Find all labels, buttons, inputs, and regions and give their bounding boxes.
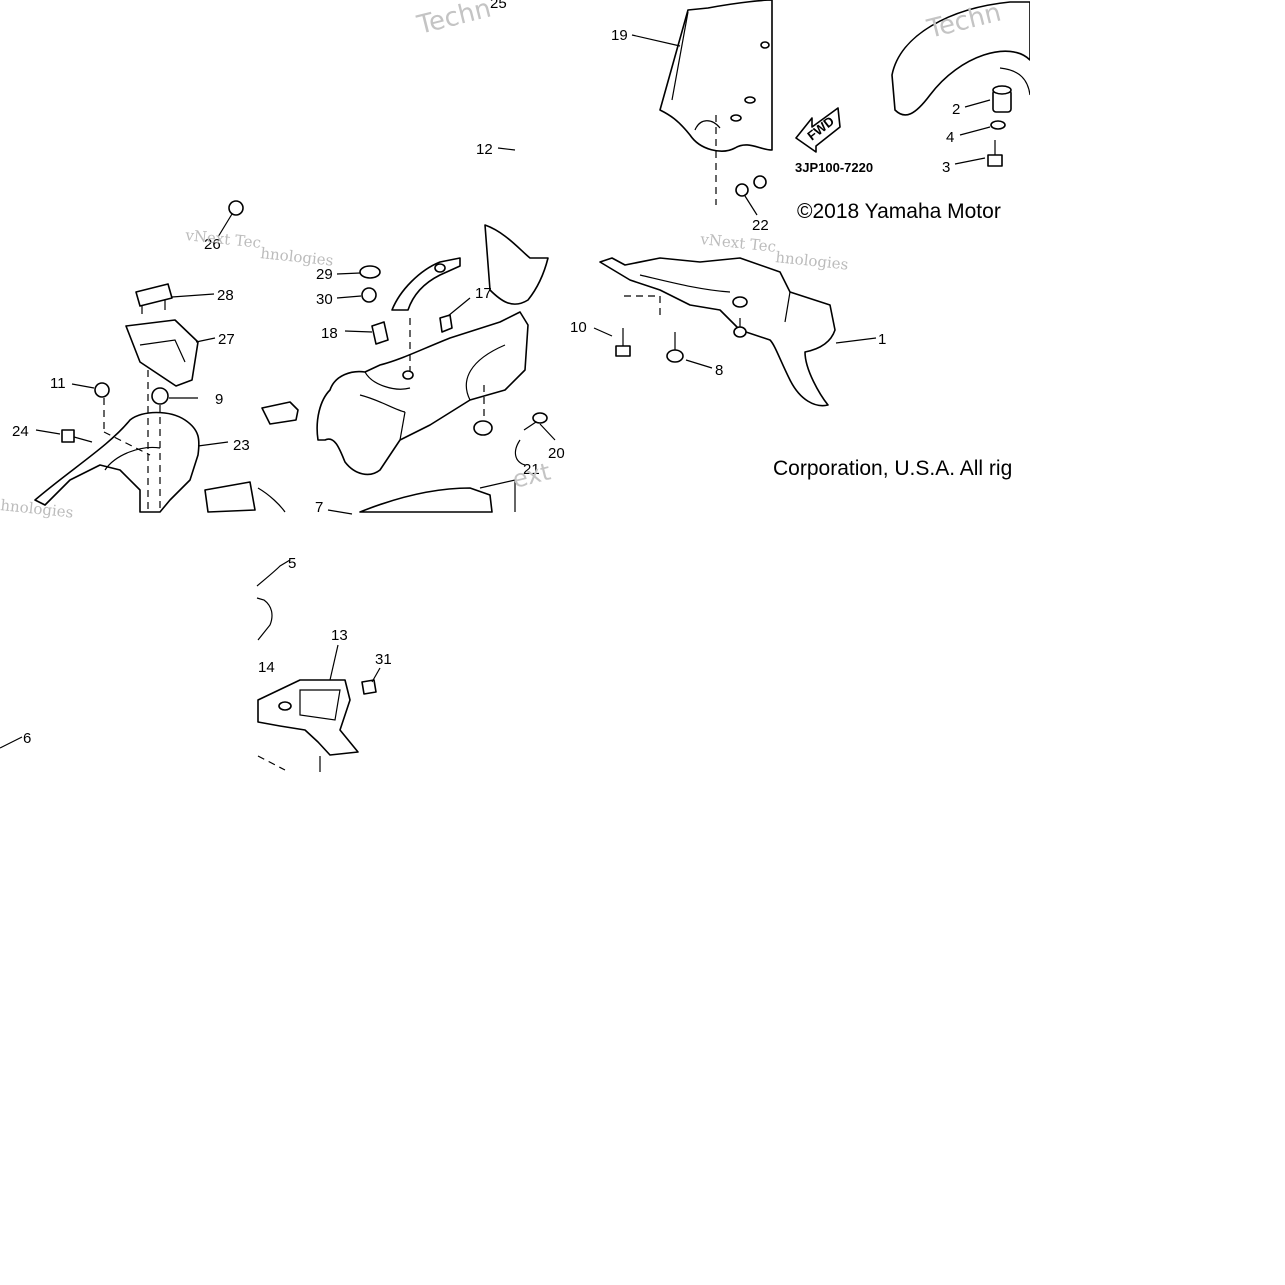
watermark-text: hnologies	[775, 248, 850, 274]
watermark-text: hnologies	[0, 496, 74, 522]
part-7-shape	[359, 487, 493, 513]
callout-26: 26	[204, 236, 221, 253]
callout-13: 13	[331, 627, 348, 644]
callout-18: 18	[321, 325, 338, 342]
diagram-reference-code: 3JP100-7220	[795, 160, 873, 175]
callout-1: 1	[878, 331, 886, 348]
bolt-part-24	[35, 429, 93, 443]
callout-25: 25	[490, 0, 507, 12]
bolt-part-10	[593, 327, 631, 357]
callout-14: 14	[258, 659, 275, 676]
bracket-arm	[391, 257, 461, 311]
callout-5: 5	[288, 555, 296, 572]
callout-30: 30	[316, 291, 333, 308]
clip-part	[261, 401, 299, 425]
bracket-part-28	[135, 283, 173, 307]
inner-fender-part-body	[316, 311, 529, 476]
bracket-part-27	[125, 319, 199, 387]
collar-part-2	[964, 85, 1012, 113]
rear-fender-part-1	[599, 257, 836, 407]
copyright-line-2: Corporation, U.S.A. All rig	[773, 457, 1013, 480]
screw-part-8	[666, 332, 713, 369]
callout-28: 28	[217, 287, 234, 304]
carrier-part-23	[34, 411, 200, 513]
rear-fender-tile: 1 10 8	[570, 257, 886, 407]
intake-duct	[484, 224, 549, 305]
forward-direction-arrow: FWD	[795, 107, 841, 153]
callout-3: 3	[942, 159, 950, 176]
rear-fender-upper-tile: 19 12 25 22	[476, 0, 773, 234]
callout-12: 12	[476, 141, 493, 158]
copyright-line-1: ©2018 Yamaha Motor	[797, 200, 1001, 223]
callout-23: 23	[233, 437, 250, 454]
watermark-text: vNext Tec	[184, 226, 262, 252]
washer-part-4	[959, 120, 1006, 136]
callout-11: 11	[50, 375, 66, 392]
callout-24: 24	[12, 423, 29, 440]
watermark-text: hnologies	[260, 244, 335, 270]
callout-20: 20	[548, 445, 565, 462]
carrier-tile: 28 27 11 9 23 24 26	[12, 200, 286, 513]
bolt-part-3	[954, 140, 1003, 167]
screw-part-20	[523, 412, 556, 441]
clip-part-31	[361, 679, 377, 695]
callout-27: 27	[218, 331, 235, 348]
front-fender-shape	[891, 1, 1031, 116]
watermark-text: Techn	[413, 0, 494, 41]
callout-7: 7	[315, 499, 323, 516]
callout-4: 4	[946, 129, 954, 146]
callout-2: 2	[952, 101, 960, 118]
callout-8: 8	[715, 362, 723, 379]
callout-17: 17	[475, 285, 492, 302]
grab-bar-tile: 5 13 14 31 6	[0, 555, 392, 772]
inner-fender-tile: 29 30 17 18 20 21 7	[261, 224, 565, 516]
fender-part-19	[659, 0, 773, 152]
watermark-text: ext	[510, 457, 554, 493]
callout-10: 10	[570, 319, 587, 336]
callout-6: 6	[23, 730, 31, 747]
callout-9: 9	[215, 391, 223, 408]
callout-21: 21	[523, 461, 540, 478]
grab-bar-part-13	[257, 679, 359, 756]
callout-29: 29	[316, 266, 333, 283]
callout-31: 31	[375, 651, 392, 668]
callout-19: 19	[611, 27, 628, 44]
decal-part	[204, 481, 256, 513]
callout-22: 22	[752, 217, 769, 234]
